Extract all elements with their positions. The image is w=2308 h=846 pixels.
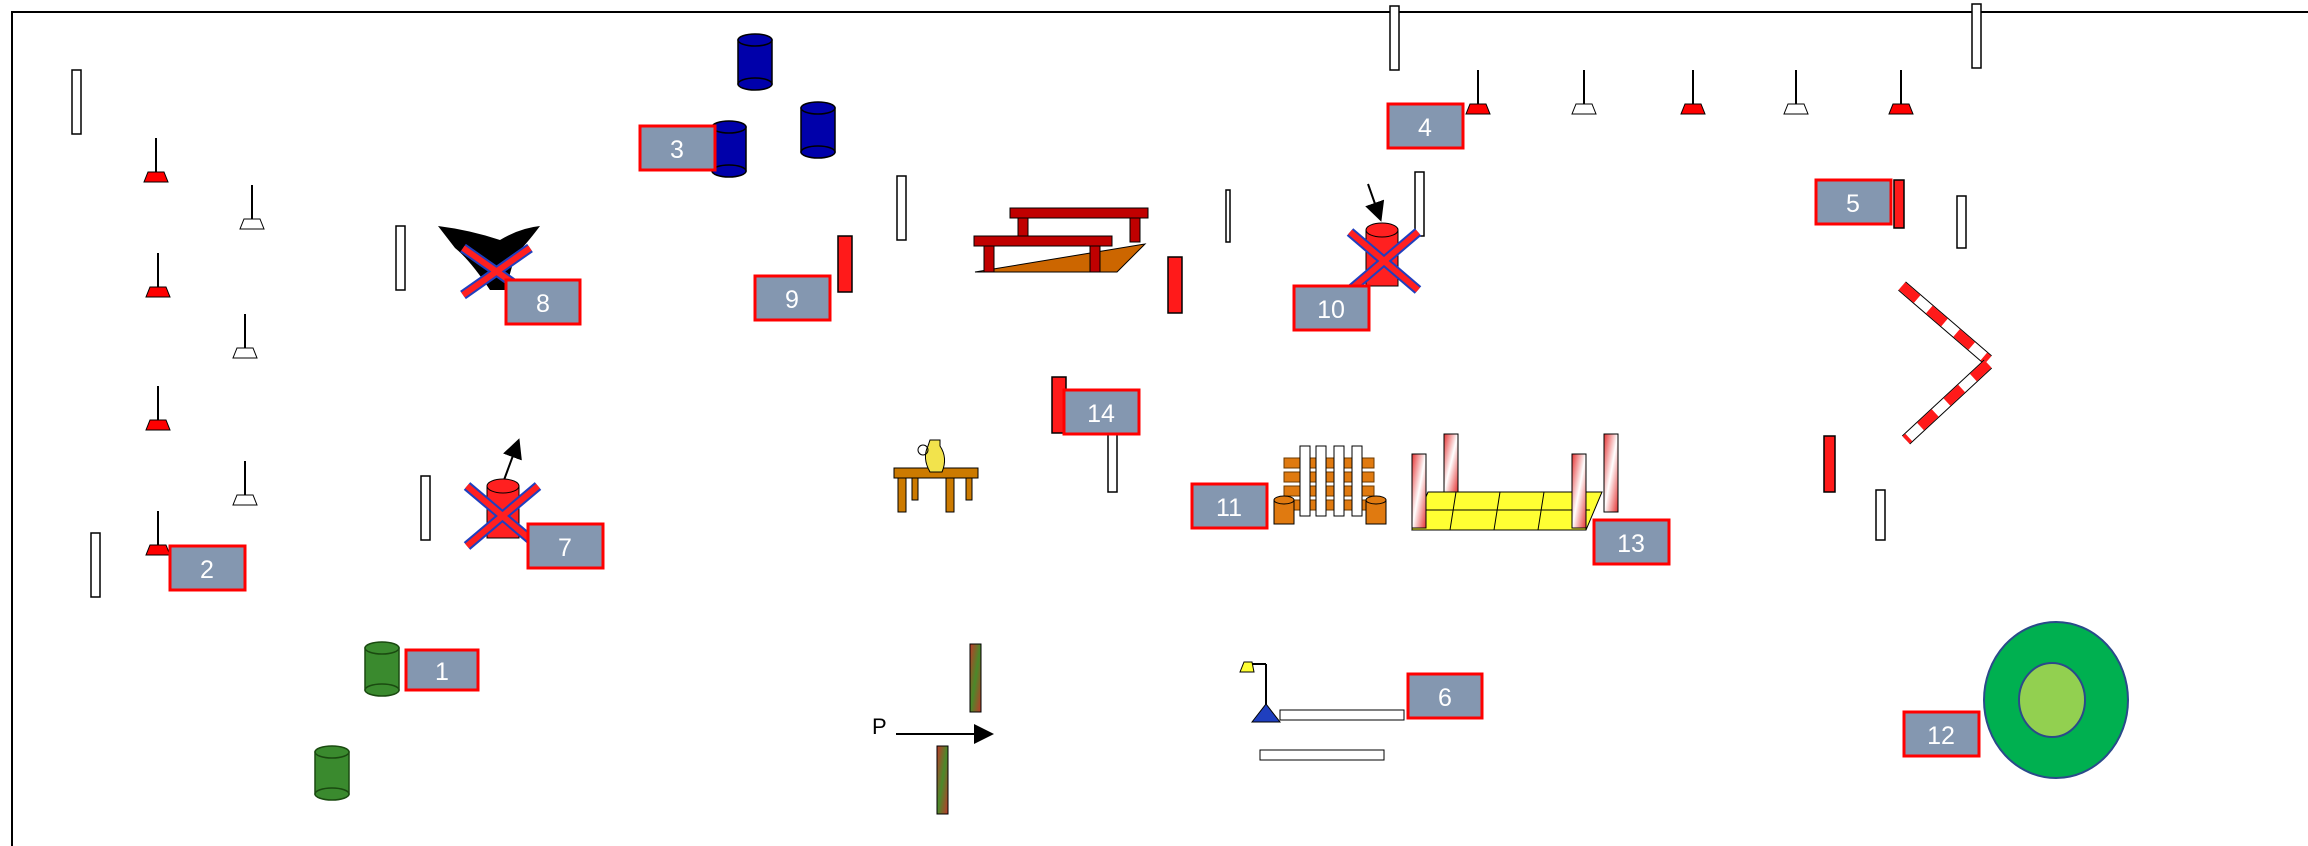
station-number: 3: [670, 136, 684, 164]
arena-border: [11, 11, 2308, 846]
traffic-cone-icon: [232, 314, 258, 359]
traffic-cone-icon: [1783, 70, 1809, 115]
ramp-obstacle: [1411, 433, 1619, 531]
station-7-obstacle: [463, 438, 542, 550]
direction-arrow: [503, 438, 522, 481]
station-number: 7: [558, 534, 572, 562]
station-10-obstacle: [1346, 183, 1422, 294]
plank-obstacle: [1239, 661, 1405, 761]
barrel-icon: [711, 120, 747, 178]
traffic-cone-icon: [145, 386, 171, 431]
station-number: 8: [536, 290, 550, 318]
station-box-5: 5: [1814, 178, 1893, 226]
traffic-cone-icon: [232, 461, 258, 506]
station-box-12: 12: [1902, 710, 1981, 758]
traffic-cone-icon: [1571, 70, 1597, 115]
bench-obstacle: [973, 207, 1149, 273]
traffic-cone-icon: [145, 511, 171, 556]
station-number: 13: [1617, 530, 1645, 558]
red-x-mark: [1348, 229, 1420, 293]
start-gate: P: [872, 643, 994, 815]
station-box-3: 3: [638, 124, 717, 172]
barrel-icon: [800, 101, 836, 159]
station-number: 10: [1317, 296, 1345, 324]
fence-obstacle: [1273, 445, 1387, 525]
station-number: 4: [1418, 114, 1432, 142]
white-posts: [71, 3, 1982, 598]
traffic-cone-icon: [1888, 70, 1914, 115]
station-box-13: 13: [1592, 518, 1671, 566]
station-box-1: 1: [404, 648, 480, 692]
traffic-cone-icon: [145, 253, 171, 298]
cone-slalom: [143, 138, 265, 556]
table-with-vase: [893, 439, 979, 513]
station-number: 1: [435, 658, 449, 686]
traffic-cone-icon: [1465, 70, 1491, 115]
cone-row-top: [1465, 70, 1914, 115]
traffic-cone-icon: [143, 138, 169, 183]
station-box-4: 4: [1386, 102, 1465, 150]
tire-obstacle: [1983, 621, 2129, 779]
station-box-11: 11: [1190, 482, 1269, 530]
station-number: 6: [1438, 684, 1452, 712]
blue-barrels: [711, 33, 836, 178]
start-label: P: [872, 714, 887, 739]
barrel-icon: [364, 641, 400, 697]
barrel-icon: [737, 33, 773, 91]
station-box-10: 10: [1292, 284, 1371, 332]
station-labels: 1 2 3 4 5 6 7 8 9 10 11 12 13 14: [168, 102, 1981, 758]
station-box-14: 14: [1062, 388, 1141, 436]
station-number: 11: [1216, 494, 1242, 522]
station-number: 14: [1087, 400, 1115, 428]
station-box-8: 8: [504, 278, 582, 326]
station-box-9: 9: [753, 274, 832, 322]
station-box-6: 6: [1406, 672, 1484, 720]
station-number: 9: [785, 286, 799, 314]
green-barrels: [314, 641, 400, 801]
station-box-7: 7: [526, 522, 605, 570]
station-number: 12: [1927, 722, 1955, 750]
red-x-mark: [465, 483, 540, 549]
red-posts: [837, 179, 1905, 493]
direction-arrow: [1365, 183, 1385, 222]
station-number: 5: [1846, 190, 1860, 218]
station-number: 2: [200, 556, 214, 584]
station-box-2: 2: [168, 544, 247, 592]
chevron-barrier: [1898, 281, 1993, 445]
traffic-cone-icon: [239, 185, 265, 230]
traffic-cone-icon: [1680, 70, 1706, 115]
barrel-icon: [314, 745, 350, 801]
